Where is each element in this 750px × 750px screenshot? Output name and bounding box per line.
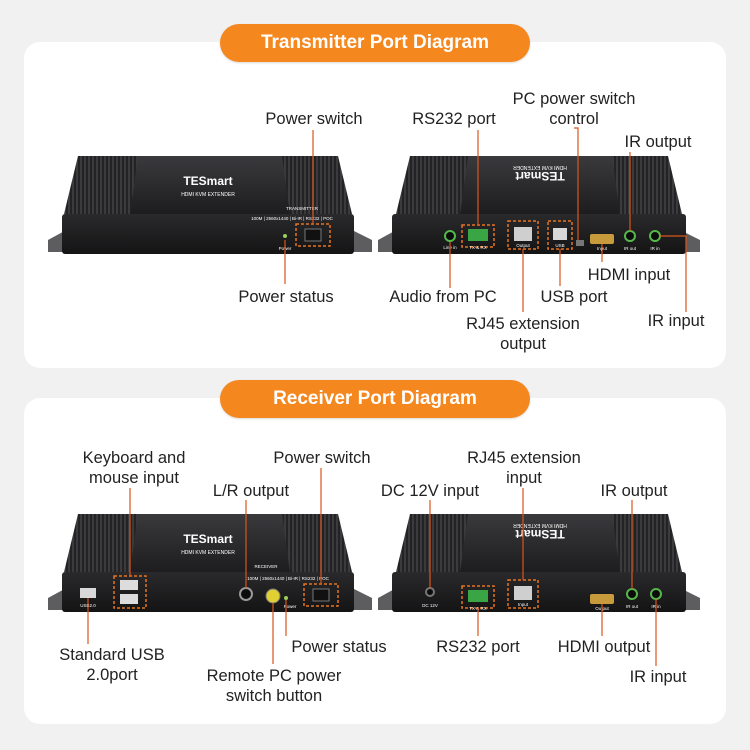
rx-ir-out-jack: [626, 588, 638, 600]
rx-back-top-plate: [460, 514, 620, 572]
rx-hdmi-output-label: HDMI output: [557, 638, 651, 656]
receiver-front-device: [48, 514, 372, 612]
rx-back-model: HDMI KVM EXTENDER: [513, 522, 567, 528]
tx-back-model: HDMI KVM EXTENDER: [513, 164, 567, 170]
receiver-section-title: Receiver Port Diagram: [220, 380, 530, 418]
tx-front-spec: 100M | 2560x1440 | Bi-IR | RS232 | POC: [251, 216, 333, 221]
rx-usb20-label: Standard USB 2.0port: [59, 646, 165, 684]
rx-hdmi-port: [590, 594, 614, 604]
tx-hdmi-port: [590, 234, 614, 244]
tx-pc-power-port: [576, 240, 584, 246]
tx-ir-in-mark: IR in: [650, 246, 660, 251]
tx-pc-power-leader: [574, 127, 579, 240]
tx-usb-callout: [547, 220, 573, 250]
tx-power-led: [283, 234, 287, 238]
rx-remote-pc-label: Remote PC power switch button: [206, 667, 342, 705]
tx-ir-out-jack: [624, 230, 636, 242]
tx-rj45-label: RJ45 extension output: [466, 315, 580, 353]
rx-rj45-label: RJ45 extension input: [467, 449, 581, 487]
tx-audio-label: Audio from PC: [389, 288, 497, 306]
tx-txrx-mark: TX & RX: [469, 245, 487, 250]
tx-line-in-jack: [444, 230, 456, 242]
rx-front-spec: 100M | 2560x1440 | Bi-IR | RS232 | POC: [247, 576, 329, 581]
rx-power-mark: Power: [284, 604, 297, 609]
rx-dc12v-label: DC 12V input: [380, 482, 480, 500]
tx-output-mark: Output: [516, 243, 530, 248]
tx-ir-output-label: IR output: [624, 133, 692, 151]
rx-front-role: RECEIVER: [254, 564, 278, 569]
tx-front-brand: TESmart: [183, 174, 232, 188]
rx-ir-in-jack: [650, 588, 662, 600]
rx-rj45-port: [514, 586, 532, 600]
rx-kbm-port-1: [120, 580, 138, 590]
rx-lr-jack: [239, 587, 253, 601]
rx-rs232-terminal: [468, 590, 488, 602]
rx-input-mark: Input: [518, 602, 529, 607]
rx-ir-output-label: IR output: [600, 482, 668, 500]
tx-power-status-label: Power status: [238, 288, 334, 306]
rx-dc12v-mark: DC 12V: [422, 603, 438, 608]
leader-lines: [87, 127, 687, 666]
tx-front-role: TRANSMITTER: [286, 206, 319, 211]
tx-power-switch: [304, 228, 322, 242]
tx-usb-label: USB port: [540, 288, 608, 306]
rx-rs232-label: RS232 port: [436, 638, 520, 656]
transmitter-front-device: [48, 156, 372, 254]
receiver-back-device: [378, 514, 700, 612]
rx-kbm-port-2: [120, 594, 138, 604]
tx-back-face: [392, 214, 686, 254]
rx-usb20-port: [80, 588, 96, 598]
rx-front-brand: TESmart: [183, 532, 232, 546]
rx-power-led: [284, 596, 288, 600]
tx-front-model: HDMI KVM EXTENDER: [181, 192, 235, 198]
tx-power-switch-label: Power switch: [265, 110, 363, 128]
transmitter-back-device: [378, 156, 700, 254]
rx-front-top-plate: [130, 514, 290, 572]
tx-rs232-label: RS232 port: [412, 110, 496, 128]
rx-power-status-label: Power status: [291, 638, 387, 656]
tx-usb-mark: USB: [555, 243, 564, 248]
rx-power-switch-label: Power switch: [273, 449, 371, 467]
rx-power-switch: [312, 588, 330, 602]
transmitter-section-title: Transmitter Port Diagram: [220, 24, 530, 62]
rx-lr-label: L/R output: [212, 482, 290, 500]
tx-front-face: [62, 214, 354, 254]
tx-rj45-port: [514, 227, 532, 241]
rx-ir-input-label: IR input: [629, 668, 687, 686]
rx-dc12v-jack: [425, 587, 435, 597]
tx-hdmi-label: HDMI input: [587, 266, 671, 284]
tx-back-brand: TESmart: [515, 169, 564, 183]
tx-rs232-terminal: [468, 229, 488, 241]
tx-back-top-plate: [460, 156, 620, 214]
rx-remote-pc-button: [265, 588, 281, 604]
tx-ir-out-mark: IR out: [624, 246, 637, 251]
tx-front-top-plate: [130, 156, 290, 214]
tx-pc-power-label: PC power switch control: [512, 90, 636, 128]
rx-ir-out-mark: IR out: [626, 604, 639, 609]
rx-kbm-label: Keyboard and mouse input: [82, 449, 186, 487]
rx-front-model: HDMI KVM EXTENDER: [181, 550, 235, 556]
tx-ir-input-leader: [660, 235, 687, 312]
rx-back-brand: TESmart: [515, 527, 564, 541]
tx-ir-input-label: IR input: [647, 312, 705, 330]
tx-ir-in-jack: [649, 230, 661, 242]
tx-usb-port: [553, 228, 567, 240]
